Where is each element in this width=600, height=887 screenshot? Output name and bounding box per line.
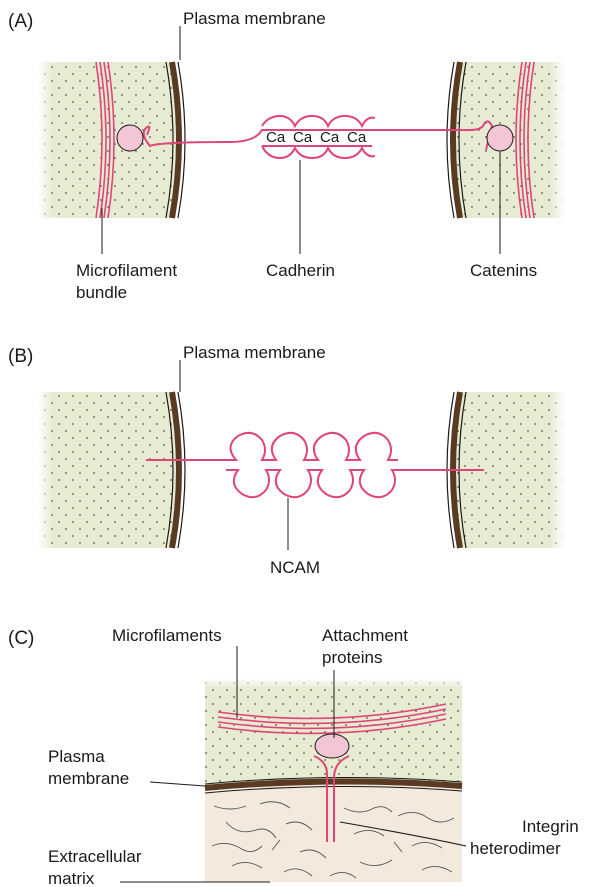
- plasma-membrane-label: Plasma: [48, 747, 105, 766]
- microfilament-bundle-label: Microfilament: [76, 261, 177, 280]
- microfilaments-label: Microfilaments: [112, 626, 222, 645]
- calcium-label: Ca: [347, 129, 367, 146]
- attachment-proteins-label: Attachment: [322, 626, 408, 645]
- calcium-label: Ca: [266, 129, 286, 146]
- microfilament-bundle-label: bundle: [76, 283, 127, 302]
- plasma-membrane-label: membrane: [48, 769, 129, 788]
- panel-b-left-cell: [38, 392, 185, 548]
- panel-b-leaders: [180, 360, 288, 550]
- panel-c-tag: (C): [8, 628, 34, 649]
- plasma-membrane-label: Plasma membrane: [183, 9, 326, 28]
- integrin-label: Integrin: [522, 817, 579, 836]
- catenins-label: Catenins: [470, 261, 537, 280]
- ncam: [146, 433, 484, 497]
- attachment-proteins-label: proteins: [322, 648, 382, 667]
- catenin-left: [117, 125, 143, 151]
- cadherin-label: Cadherin: [266, 261, 335, 280]
- catenin-right: [487, 125, 513, 151]
- ncam-label: NCAM: [270, 558, 320, 577]
- panel-c: (C): [8, 626, 579, 887]
- panel-a: (A): [8, 9, 565, 302]
- calcium-label: Ca: [293, 129, 313, 146]
- calcium-labels: Ca Ca Ca Ca: [266, 129, 367, 146]
- extracellular-matrix-label: Extracellular: [48, 847, 142, 866]
- panel-b-tag: (B): [8, 346, 33, 367]
- panel-a-tag: (A): [8, 11, 33, 32]
- cadherin: [144, 116, 492, 158]
- calcium-label: Ca: [320, 129, 340, 146]
- extracellular-matrix-label: matrix: [48, 869, 95, 887]
- plasma-membrane-label: Plasma membrane: [183, 343, 326, 362]
- attachment-protein: [315, 734, 349, 758]
- panel-a-left-cell: [38, 62, 185, 218]
- integrin-label: heterodimer: [470, 839, 561, 858]
- panel-b: (B) Plasma membrane NCAM: [8, 343, 565, 577]
